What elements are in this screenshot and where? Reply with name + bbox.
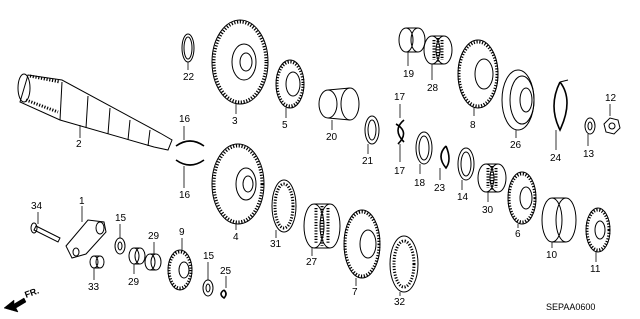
callout-13: 13	[583, 149, 595, 160]
needle-bearing-part-28	[423, 35, 453, 80]
callout-17-top: 17	[394, 92, 406, 103]
callout-1: 1	[79, 196, 85, 207]
callout-29-right: 29	[148, 231, 160, 242]
mainshaft-part-2	[17, 73, 173, 151]
front-direction-label: FR.	[23, 286, 40, 300]
callout-32: 32	[394, 297, 406, 308]
callout-14: 14	[457, 192, 469, 203]
callout-15-right: 15	[203, 251, 215, 262]
gear-part-11	[585, 207, 611, 262]
callout-11: 11	[590, 264, 601, 275]
gear-part-9	[167, 238, 193, 291]
callout-9: 9	[179, 227, 185, 238]
needle-bearing-part-30	[477, 163, 507, 202]
callout-3: 3	[232, 116, 238, 127]
callout-19: 19	[403, 69, 415, 80]
callout-10: 10	[546, 250, 558, 261]
callout-15-left: 15	[115, 213, 127, 224]
callout-8: 8	[470, 120, 476, 131]
washer-part-32	[389, 235, 419, 296]
sleeve-part-10	[541, 197, 577, 248]
callout-28: 28	[427, 83, 439, 94]
ring-part-14	[457, 147, 475, 190]
callout-26: 26	[510, 140, 522, 151]
washer-part-15-b	[202, 262, 214, 297]
ring-part-21	[364, 115, 380, 154]
snap-ring-part-25	[220, 276, 227, 300]
washer-part-15-a	[114, 224, 126, 255]
callout-24: 24	[550, 153, 562, 164]
washer-part-31	[271, 179, 297, 238]
dowel-part-33	[89, 255, 105, 280]
callout-30: 30	[482, 205, 494, 216]
needle-bearing-part-29-a	[128, 247, 146, 274]
collar-part-19	[398, 27, 426, 66]
callout-2: 2	[76, 139, 82, 150]
snap-ring-part-17	[395, 104, 405, 162]
callout-31: 31	[270, 239, 282, 250]
callout-23: 23	[434, 183, 446, 194]
split-collar-part-16	[175, 126, 205, 188]
callout-16-bottom: 16	[179, 190, 191, 201]
snap-ring-part-23	[439, 145, 450, 180]
gear-part-5	[275, 59, 305, 118]
snap-ring-part-24	[553, 79, 569, 150]
washer-part-13	[584, 117, 596, 146]
callout-34: 34	[31, 201, 43, 212]
front-direction-arrow-icon: FR.	[3, 286, 40, 313]
ring-part-18	[415, 131, 433, 174]
callout-25: 25	[220, 266, 232, 277]
bolt-part-34	[30, 212, 61, 243]
bracket-part-1	[65, 206, 107, 259]
nut-part-12	[603, 104, 621, 135]
callout-27: 27	[306, 257, 318, 268]
callout-20: 20	[326, 132, 338, 143]
callout-17-bottom: 17	[394, 166, 406, 177]
callout-12: 12	[605, 93, 617, 104]
callout-21: 21	[362, 156, 374, 167]
gear-part-3	[211, 19, 269, 114]
ring-part-22	[181, 33, 195, 70]
callout-4: 4	[233, 232, 239, 243]
callout-6: 6	[515, 229, 521, 240]
callout-5: 5	[282, 120, 288, 131]
callout-22: 22	[183, 72, 195, 83]
hub-part-26	[501, 69, 535, 138]
callout-29-left: 29	[128, 277, 140, 288]
sleeve-part-20	[318, 87, 360, 130]
needle-bearing-part-29-b	[144, 242, 162, 271]
needle-bearing-part-27	[303, 203, 341, 256]
gear-part-6	[507, 171, 537, 228]
callout-7: 7	[352, 287, 358, 298]
gear-part-4	[211, 143, 265, 230]
gear-part-7	[343, 209, 381, 286]
gear-part-8	[457, 39, 499, 116]
diagram-code: SEPAA0600	[546, 302, 595, 312]
callout-18: 18	[414, 178, 426, 189]
callout-16-top: 16	[179, 114, 191, 125]
callout-33: 33	[88, 282, 100, 293]
